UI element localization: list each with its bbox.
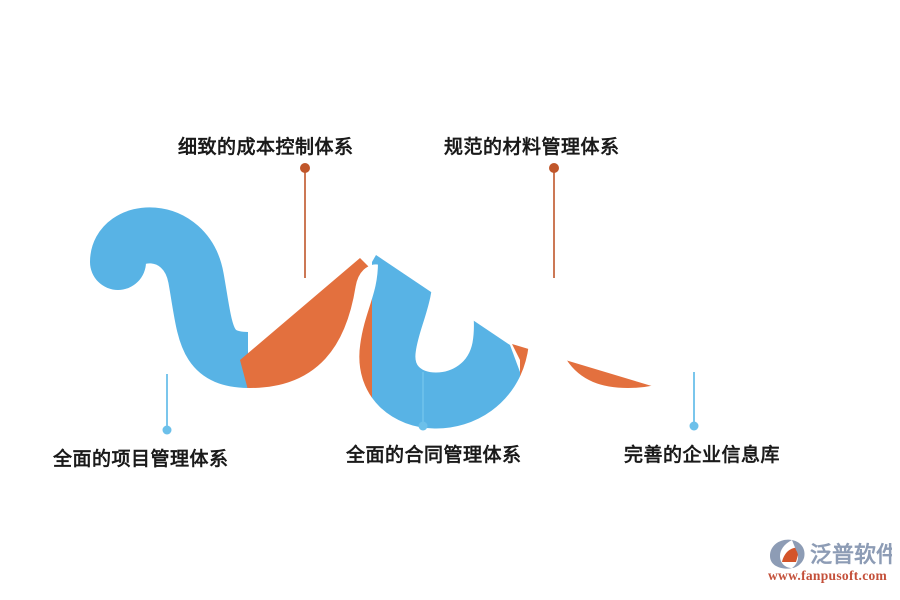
callout-label-cost-control: 细致的成本控制体系 <box>178 137 354 158</box>
callout-connector-cost-control <box>300 163 310 278</box>
callout-label-enterprise-info: 完善的企业信息库 <box>624 445 781 466</box>
callout-dot-cost-control <box>300 163 310 173</box>
callout-dot-contract-management <box>418 421 428 431</box>
watermark-logo: 泛普软件 www.fanpusoft.com <box>762 528 892 590</box>
callout-connector-material-management <box>549 163 559 278</box>
callout-connector-enterprise-info <box>689 372 699 431</box>
callout-dot-material-management <box>549 163 559 173</box>
callout-connector-project-management <box>162 374 172 435</box>
callout-dot-enterprise-info <box>689 421 699 431</box>
callout-dot-project-management <box>162 425 172 435</box>
fanpu-logo-mark <box>770 539 805 569</box>
watermark-brand-text: 泛普软件 <box>810 542 892 567</box>
ribbon-segment-3-blue <box>372 255 520 429</box>
ribbon-segment-1-blue <box>90 207 248 388</box>
watermark-url-text: www.fanpusoft.com <box>768 568 888 583</box>
callout-label-project-management: 全面的项目管理体系 <box>53 449 229 470</box>
callout-connector-contract-management <box>418 372 428 431</box>
callout-label-material-management: 规范的材料管理体系 <box>444 137 620 158</box>
callout-label-contract-management: 全面的合同管理体系 <box>346 445 522 466</box>
